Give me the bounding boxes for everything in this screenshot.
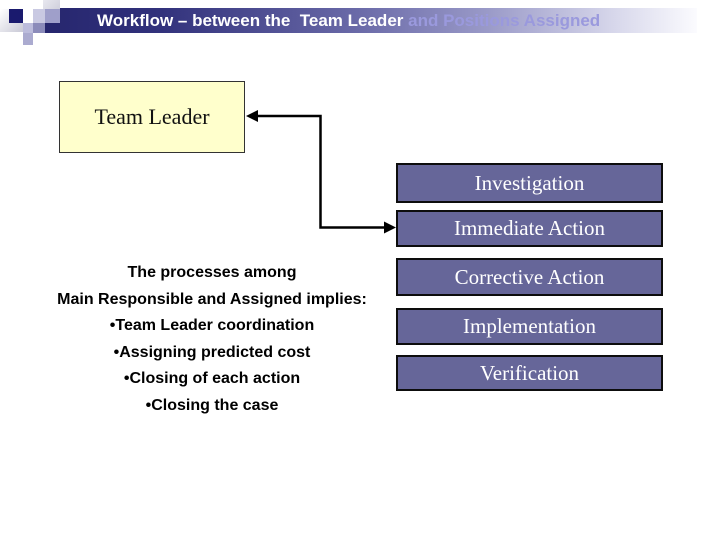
description-line: •Team Leader coordination xyxy=(109,317,315,334)
mosaic-square-icon xyxy=(45,9,60,23)
process-box-label: Investigation xyxy=(474,170,585,195)
description-line: The processes among xyxy=(127,264,297,281)
process-box-immediate-action: Immediate Action xyxy=(396,210,663,247)
process-box-label: Verification xyxy=(479,360,580,385)
process-box-label: Immediate Action xyxy=(453,216,606,240)
description-line: •Assigning predicted cost xyxy=(113,343,311,361)
mosaic-square-icon xyxy=(23,33,33,45)
mosaic-square-icon xyxy=(23,23,33,33)
title-text-secondary: and Positions Assigned xyxy=(408,11,601,30)
mosaic-square-icon xyxy=(33,9,45,23)
process-box-corrective-action: Corrective Action xyxy=(396,258,663,296)
process-box-implementation: Implementation xyxy=(396,308,663,345)
process-box-verification: Verification xyxy=(396,355,663,391)
process-box-label: Corrective Action xyxy=(454,264,605,289)
description-line: Main Responsible and Assigned implies: xyxy=(57,290,367,308)
title-text-primary: Workflow – between the Team Leader xyxy=(97,11,409,30)
mosaic-square-icon xyxy=(45,23,60,33)
description-line: •Closing of each action xyxy=(123,370,301,387)
mosaic-square-icon xyxy=(33,23,45,33)
arrowhead-left-icon xyxy=(246,110,258,122)
team-leader-label: Team Leader xyxy=(94,104,210,129)
team-leader-box: Team Leader xyxy=(59,81,245,153)
title-bar: Workflow – between the Team Leader and P… xyxy=(44,8,697,33)
mosaic-square-icon xyxy=(9,9,23,23)
description-block: The processes among Main Responsible and… xyxy=(22,260,402,419)
process-box-label: Implementation xyxy=(463,314,596,338)
arrowhead-right-icon xyxy=(384,221,396,234)
mosaic-square-icon xyxy=(43,0,60,9)
process-box-investigation: Investigation xyxy=(396,163,663,203)
description-line: •Closing the case xyxy=(145,396,279,414)
